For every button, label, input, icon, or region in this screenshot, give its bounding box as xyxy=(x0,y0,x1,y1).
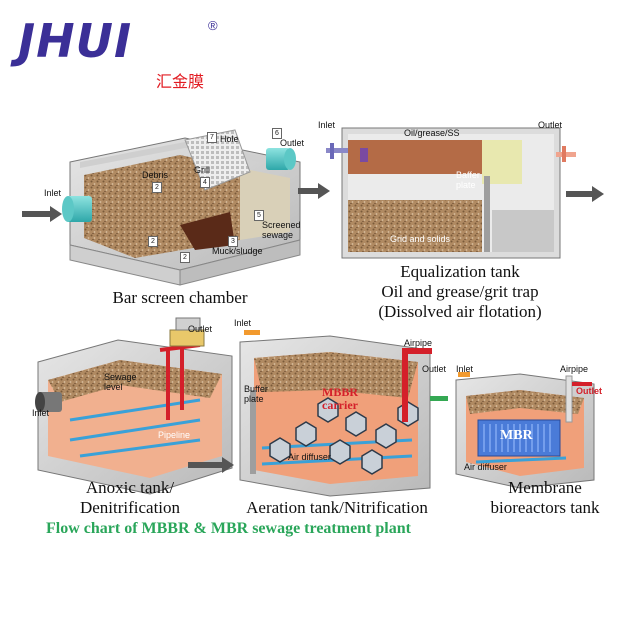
aeration-tank xyxy=(239,330,448,497)
brand-logo: JHUI ® 汇金膜 xyxy=(8,8,218,91)
equalization-inlet-label: Inlet xyxy=(318,120,336,130)
marker: 7 xyxy=(207,132,217,143)
mbr-caption-1: Membrane xyxy=(508,478,582,497)
bar-screen-debris-label: Debris xyxy=(142,170,169,180)
anoxic-sewage-level-label: Sewage level xyxy=(104,372,137,392)
equalization-outlet-label: Outlet xyxy=(538,120,563,130)
logo-chinese-name: 汇金膜 xyxy=(156,72,205,91)
anoxic-outlet-label: Outlet xyxy=(188,324,213,334)
bar-screen-grill-label: Grill xyxy=(194,165,210,175)
marker: 2 xyxy=(148,236,158,247)
marker: 3 xyxy=(228,236,238,247)
anoxic-pipeline-label: Pipeline xyxy=(158,430,191,440)
flow-chart-title: Flow chart of MBBR & MBR sewage treatmen… xyxy=(46,520,411,537)
bar-screen-hole-label: Hole xyxy=(220,134,239,144)
logo-wordmark: JHUI xyxy=(18,14,133,68)
equalization-caption-3: (Dissolved air flotation) xyxy=(378,302,542,321)
aeration-diffuser-label: Air diffuser xyxy=(288,452,331,462)
mbr-diffuser-label: Air diffuser xyxy=(464,462,507,472)
mbr-caption-2: bioreactors tank xyxy=(490,498,600,517)
marker: 2 xyxy=(180,252,190,263)
bar-screen-muck-label: Muck/sludge xyxy=(212,246,263,256)
mbr-outlet-label: Outlet xyxy=(576,386,602,396)
flow-arrow-3 xyxy=(188,457,234,473)
aeration-airpipe-label: Airpipe xyxy=(404,338,433,348)
bar-screen-screened-sewage-label: Screened sewage xyxy=(262,220,301,240)
mbr-tank xyxy=(455,372,595,489)
mbbr-carrier-label: MBBR carrier xyxy=(322,385,358,412)
flow-arrow-1 xyxy=(298,183,330,199)
equalization-caption-2: Oil and grease/grit trap xyxy=(381,282,539,301)
registered-mark: ® xyxy=(208,18,218,33)
marker: 6 xyxy=(272,128,282,139)
equalization-tank xyxy=(326,127,576,259)
equalization-oil-label: Oil/grease/SS xyxy=(404,128,460,138)
marker: 2 xyxy=(152,182,162,193)
aeration-outlet-label: Outlet xyxy=(422,364,447,374)
equalization-baffle-label: Baffer plate xyxy=(456,170,480,190)
mbr-module-label: MBR xyxy=(500,428,533,443)
anoxic-caption-2: Denitrification xyxy=(79,498,181,517)
bar-screen-caption: Bar screen chamber xyxy=(112,288,248,307)
equalization-grid-label: Grid and solids xyxy=(390,234,451,244)
marker: 5 xyxy=(254,210,264,221)
mbr-inlet-label: Inlet xyxy=(456,364,474,374)
aeration-caption: Aeration tank/Nitrification xyxy=(246,498,428,517)
anoxic-inlet-label: Inlet xyxy=(32,408,50,418)
equalization-caption-1: Equalization tank xyxy=(400,262,520,281)
marker: 4 xyxy=(200,177,210,188)
bar-screen-inlet-label: Inlet xyxy=(44,188,62,198)
aeration-baffle-label: Buffer plate xyxy=(244,384,268,404)
aeration-inlet-label: Inlet xyxy=(234,318,252,328)
mbr-airpipe-label: Airpipe xyxy=(560,364,589,374)
anoxic-caption-1: Anoxic tank/ xyxy=(85,478,175,497)
flow-arrow-2 xyxy=(566,186,604,202)
anoxic-tank xyxy=(35,317,233,495)
bar-screen-chamber xyxy=(22,129,301,286)
bar-screen-outlet-label: Outlet xyxy=(280,138,305,148)
